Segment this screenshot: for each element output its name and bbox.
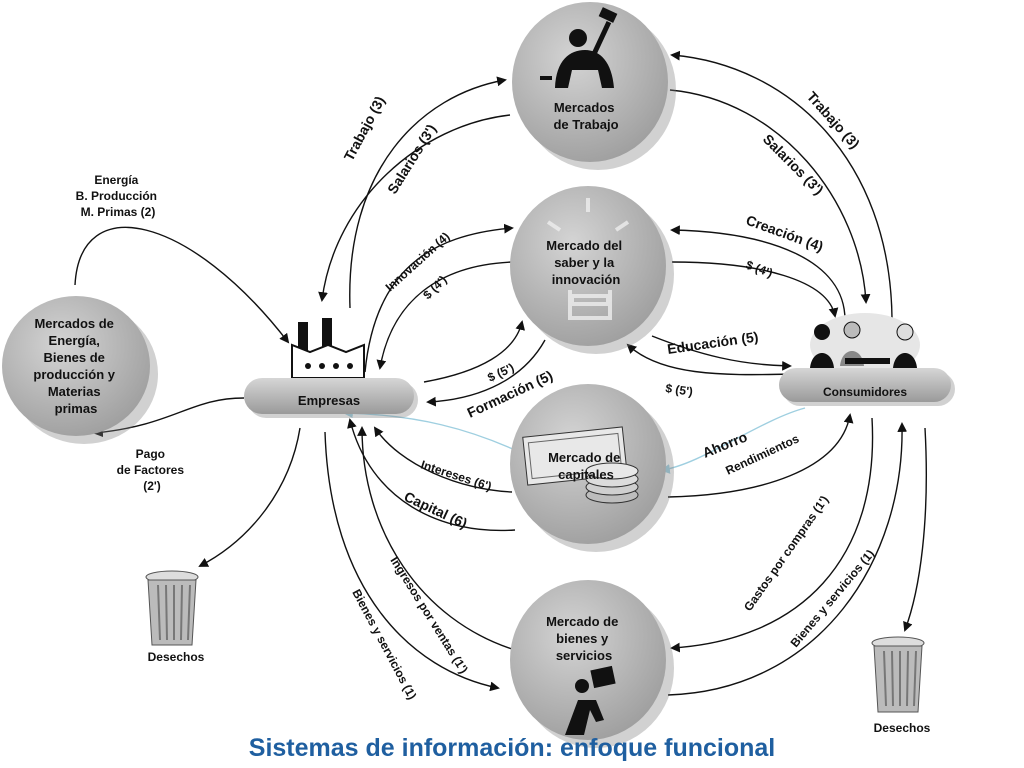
label-salarios-left: Salarios (3') (384, 121, 439, 196)
arrow-dinero-4-right (671, 261, 839, 318)
label-dinero-4-right: $ (4') (744, 258, 775, 281)
arrow-creacion (670, 225, 846, 321)
people-icon (810, 313, 920, 377)
arrow-ingresos (357, 426, 516, 651)
trash-can-icon (871, 636, 925, 713)
label-dinero-5-right: $ (5') (665, 381, 694, 399)
arrow-ahorro-to-empresas (343, 408, 516, 451)
label-energia-in: Energía B. Producción M. Primas (2) (76, 173, 161, 219)
trash-can-icon (145, 570, 199, 646)
arrow-salarios-left (318, 114, 511, 302)
arrow-innovacion (364, 223, 514, 373)
label-pago: Pago de Factores (2') (117, 447, 188, 493)
arrows (74, 50, 927, 696)
arrow-energia-in (74, 226, 290, 344)
label-trabajo-left: Trabajo (3) (341, 93, 388, 163)
node-consumidores-label: Consumidores (823, 385, 907, 399)
node-trabajo-label: Mercados de Trabajo (553, 100, 618, 132)
node-mercados-energia: Mercados de Energía, Bienes de producció… (2, 296, 158, 444)
worker-icon (540, 7, 618, 88)
factory-icon (291, 318, 365, 379)
delivery-person-icon (565, 665, 616, 735)
node-mercado-bienes: Mercado de bienes y servicios (510, 580, 674, 748)
label-gastos: Gastos por compras (1') (741, 493, 831, 614)
node-mercado-saber: Mercado del saber y la innovación (510, 186, 674, 354)
label-bienes-right: Bienes y servicios (1) (788, 547, 878, 650)
arrow-intereses (373, 426, 513, 493)
label-trabajo-right: Trabajo (3) (804, 88, 863, 151)
arrow-desechos-left (198, 427, 301, 567)
arrow-dinero-5-left (423, 320, 525, 383)
arrow-trabajo-left (349, 76, 507, 309)
node-capitales-label: Mercado de capitales (548, 450, 624, 482)
arrow-salarios-right (669, 89, 871, 304)
arrow-desechos-right (903, 427, 927, 632)
arrow-trabajo-right (670, 50, 893, 319)
arrow-dinero-5-right (626, 343, 791, 376)
label-dinero-5-left: $ (5') (485, 360, 516, 384)
label-capital: Capital (6) (402, 488, 470, 531)
arrow-bienes-right (667, 422, 908, 696)
light-flows (343, 407, 806, 474)
money-coins-icon (522, 426, 639, 504)
arrow-formacion (426, 339, 546, 407)
arrow-rendimientos (667, 413, 854, 498)
node-mercado-capitales: Mercado de capitales (510, 384, 674, 552)
node-saber-label: Mercado del saber y la innovación (546, 238, 625, 287)
desechos-right-label: Desechos (874, 721, 931, 735)
arrow-bienes-left (324, 431, 500, 692)
label-intereses: Intereses (6') (419, 458, 493, 494)
node-mercados-trabajo: Mercados de Trabajo (512, 2, 676, 170)
arrow-gastos (670, 417, 874, 653)
desechos-left-label: Desechos (148, 650, 205, 664)
arrow-capital (347, 418, 516, 532)
node-empresas: Empresas (244, 318, 418, 418)
label-educacion: Educación (5) (666, 328, 759, 357)
page-title: Sistemas de información: enfoque funcion… (248, 734, 776, 762)
arrow-ahorro (660, 407, 806, 474)
arrow-dinero-4-left (376, 261, 513, 370)
node-bienes-label: Mercado de bienes y servicios (546, 614, 622, 663)
arrow-pago (93, 397, 245, 438)
node-energia-label: Mercados de Energía, Bienes de producció… (33, 316, 118, 416)
node-consumidores: Consumidores (779, 313, 955, 406)
lightbulb-icon (546, 198, 630, 320)
arrow-educacion (651, 335, 792, 371)
node-empresas-label: Empresas (298, 393, 360, 408)
label-salarios-right: Salarios (3') (760, 131, 827, 198)
